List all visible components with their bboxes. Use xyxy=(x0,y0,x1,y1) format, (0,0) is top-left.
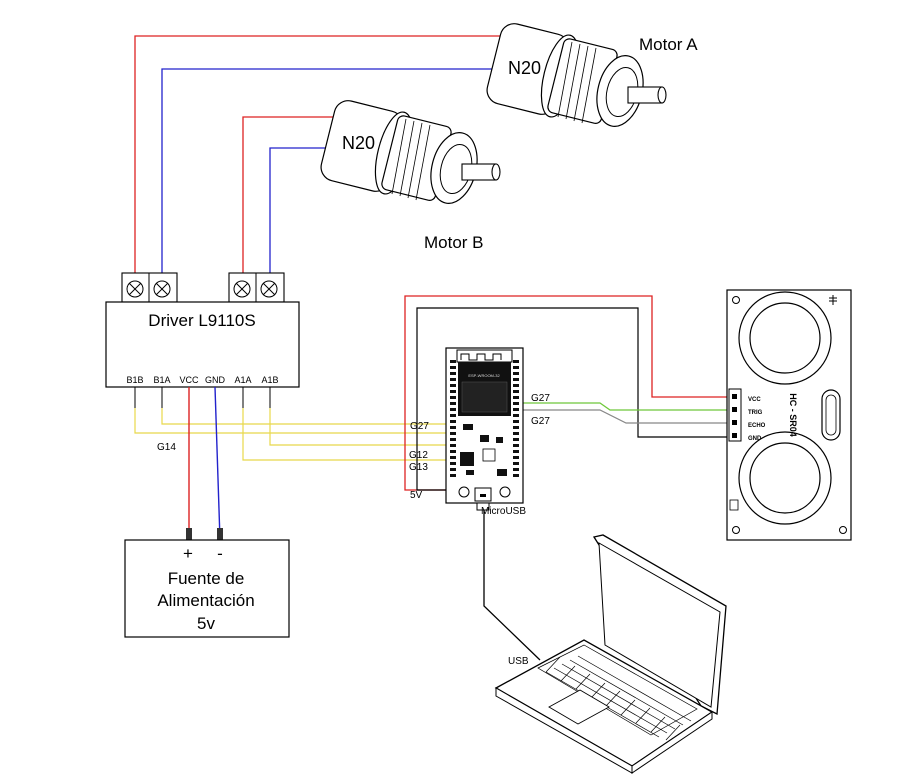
driver-pin-label: B1B xyxy=(126,375,143,385)
sensor-pin-label: ECHO xyxy=(748,423,766,429)
wire-usb-cable xyxy=(483,510,541,661)
ultrasonic-sensor: VCC TRIG ECHO GND HC - SR04 xyxy=(726,289,852,541)
power-supply-line2: Alimentación xyxy=(157,591,254,610)
sensor-pin-labels: VCC TRIG ECHO GND xyxy=(748,397,766,442)
motor-a-body-label: N20 xyxy=(508,58,541,78)
esp32-pin-rows xyxy=(450,360,519,477)
esp32-board: ESP-WROOM-32 G27 xyxy=(157,347,550,517)
driver-pin-labels: B1B B1A VCC GND A1A A1B xyxy=(126,375,278,385)
esp32-label-g12: G12 xyxy=(409,450,428,461)
esp32-components xyxy=(460,424,507,476)
wire-5v-red xyxy=(404,295,730,491)
sensor-wires xyxy=(404,295,730,491)
usb-cable-plug xyxy=(476,502,490,511)
power-supply-line1: Fuente de xyxy=(168,569,245,588)
screw-icon xyxy=(233,280,251,298)
screw-icon xyxy=(260,280,278,298)
motor-b-title: Motor B xyxy=(424,233,484,252)
sensor-corner-mark xyxy=(829,295,837,305)
motor-a: N20 Motor A xyxy=(486,23,698,127)
laptop-touchpad xyxy=(548,689,610,725)
laptop-screen-inner xyxy=(598,542,721,708)
screw-icon xyxy=(126,280,144,298)
motor-a-gearbox xyxy=(547,38,644,127)
driver-pin-label: B1A xyxy=(153,375,170,385)
wire-g13 xyxy=(242,408,449,461)
power-supply-line3: 5v xyxy=(197,614,215,633)
motor-b-gearbox xyxy=(381,115,478,204)
driver-terminal-right xyxy=(228,272,285,303)
driver-pin-label: GND xyxy=(205,375,226,385)
sensor-transducer-bottom xyxy=(738,431,832,525)
esp32-label-g13: G13 xyxy=(409,462,428,473)
laptop-usb-label: USB xyxy=(508,656,529,667)
driver-label-g14: G14 xyxy=(157,442,176,453)
power-minus-label: - xyxy=(217,544,223,563)
wire-g14 xyxy=(134,408,449,434)
esp32-label-g27-left: G27 xyxy=(410,421,429,432)
sensor-transducer-top xyxy=(738,291,832,385)
driver-pin-label: VCC xyxy=(179,375,199,385)
power-connector xyxy=(186,528,192,540)
control-wires xyxy=(134,408,449,461)
driver-pin-label: A1B xyxy=(261,375,278,385)
motor-wires xyxy=(134,35,500,282)
driver-pin-stubs xyxy=(134,387,271,408)
driver-pin-label: A1A xyxy=(234,375,251,385)
wire-g27 xyxy=(161,408,449,425)
power-connector xyxy=(217,528,223,540)
driver-module: Driver L9110S B1B B1A VCC GND A1A A1B xyxy=(105,272,300,408)
motor-b: N20 Motor B xyxy=(320,100,501,252)
motor-a-title: Motor A xyxy=(639,35,698,54)
esp32-label-g27-right-bottom: G27 xyxy=(531,416,550,427)
esp32-module-text: ESP-WROOM-32 xyxy=(468,373,500,378)
esp32-buttons xyxy=(458,486,511,498)
sensor-pin-label: VCC xyxy=(748,397,761,403)
esp32-label-microusb: MicroUSB xyxy=(481,506,526,517)
sensor-mount-holes xyxy=(732,296,847,534)
wire-motor-a-red xyxy=(134,35,500,282)
laptop-keyboard xyxy=(537,644,698,741)
wire-motor-b-blue xyxy=(269,147,330,282)
sensor-pin-label: GND xyxy=(748,436,762,442)
motor-a-shaft xyxy=(627,86,667,104)
wire-motor-b-red xyxy=(242,116,335,282)
wire-motor-a-blue xyxy=(161,68,500,282)
laptop xyxy=(494,534,727,774)
power-supply: + - Fuente de Alimentación 5v xyxy=(124,539,290,638)
wire-gnd-black xyxy=(416,307,730,491)
esp32-label-g27-right-top: G27 xyxy=(531,393,550,404)
sensor-pin-label: TRIG xyxy=(748,410,763,416)
motor-b-shaft xyxy=(461,163,501,181)
sensor-header xyxy=(728,388,742,442)
driver-title: Driver L9110S xyxy=(148,311,255,330)
wire-trig-green xyxy=(520,402,730,411)
power-supply-box xyxy=(124,539,290,638)
wire-gnd-blue xyxy=(214,386,221,541)
driver-terminal-left xyxy=(121,272,178,303)
esp32-label-5v: 5V xyxy=(410,490,423,501)
sensor-model-text: HC - SR04 xyxy=(788,393,798,437)
driver-board xyxy=(105,301,300,388)
wire-g12 xyxy=(269,408,449,446)
sensor-pin-rects xyxy=(732,394,737,438)
motor-b-body-label: N20 xyxy=(342,133,375,153)
power-plus-label: + xyxy=(183,544,193,563)
sensor-r-mark-icon xyxy=(729,499,739,511)
screw-icon xyxy=(153,280,171,298)
wire-echo-gray xyxy=(520,409,730,424)
